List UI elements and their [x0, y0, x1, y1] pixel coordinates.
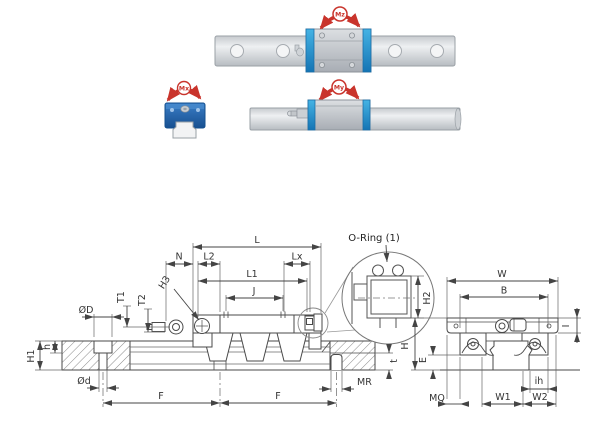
dimension-lines-end [412, 278, 580, 407]
detail-indicator-circle [297, 307, 329, 339]
carriage-leg [239, 332, 271, 362]
end-view [440, 317, 580, 371]
dim-label-h3: H3 [157, 274, 173, 291]
dim-label-ih: ih [535, 376, 544, 387]
dim-label-h2: H2 [422, 291, 433, 304]
grease-nipple-end-view [495, 319, 509, 333]
moment-arrow-my: My [318, 79, 360, 102]
dim-label-j: J [252, 286, 256, 297]
dim-label-t-small: t [389, 359, 400, 363]
bolt-hole [98, 352, 108, 371]
dim-label-w2: W2 [532, 392, 547, 403]
detail-balloon [341, 251, 435, 345]
thread-hole-marks [223, 311, 286, 318]
moment-arrow-mx: Mx [166, 80, 202, 102]
carriage-top-view [305, 28, 372, 73]
carriage-screws [318, 32, 355, 69]
seal-line [461, 341, 495, 356]
counterbore-hole [93, 340, 113, 354]
dim-label-f-left: F [158, 391, 163, 402]
dim-label-lx: Lx [292, 252, 303, 263]
dim-label-w1: W1 [495, 392, 510, 403]
rail-end-profile [489, 340, 533, 371]
carriage-side-view [307, 99, 371, 131]
dim-label-b: B [501, 286, 508, 297]
dim-label-l1: L1 [246, 269, 257, 280]
dim-label-l2: L2 [203, 252, 214, 263]
dim-label-od-small: Ød [77, 376, 91, 387]
dim-label-f-right: F [275, 391, 280, 402]
moment-arrow-mz: Mz [319, 6, 361, 30]
carriage-seal-left [305, 28, 315, 73]
mx-label: Mx [179, 85, 189, 92]
front-view-illustration: Mx [164, 80, 206, 139]
rail-cross-section [172, 121, 197, 139]
endcap-screw [194, 318, 210, 334]
dim-label-h-small: h [42, 344, 53, 350]
grease-fitting-icon [294, 44, 304, 57]
carriage-leg [276, 332, 308, 362]
dim-label-t2: T2 [137, 294, 148, 307]
o-ring-icon [372, 264, 384, 277]
mz-label: Mz [335, 11, 345, 18]
side-view-illustration: My [249, 79, 462, 131]
dim-label-i: I [561, 325, 572, 328]
dim-label-mq: MQ [429, 393, 445, 404]
side-section-view [61, 266, 376, 371]
seal-line [513, 341, 547, 356]
o-ring-port [304, 313, 323, 332]
dimension-lines-side [37, 244, 421, 406]
o-ring-callout-label: O-Ring (1) [348, 233, 400, 244]
dim-label-h: H [400, 342, 411, 349]
dim-label-n: N [175, 252, 182, 263]
dim-label-od-cap: ØD [79, 305, 94, 316]
dim-label-w: W [497, 269, 507, 280]
dim-label-e: E [418, 357, 429, 363]
carriage-section-body [192, 314, 322, 334]
top-view-illustration: Mz [214, 6, 456, 73]
my-label: My [334, 84, 344, 91]
mr-hole [330, 354, 343, 370]
dim-label-t1: T1 [116, 291, 127, 304]
dim-label-l: L [254, 235, 260, 246]
rail-holes [230, 44, 444, 58]
o-ring-icon [392, 264, 404, 277]
carriage-seal-right [362, 28, 372, 73]
dim-label-mr: MR [357, 377, 372, 388]
dim-label-h1: H1 [26, 349, 37, 362]
